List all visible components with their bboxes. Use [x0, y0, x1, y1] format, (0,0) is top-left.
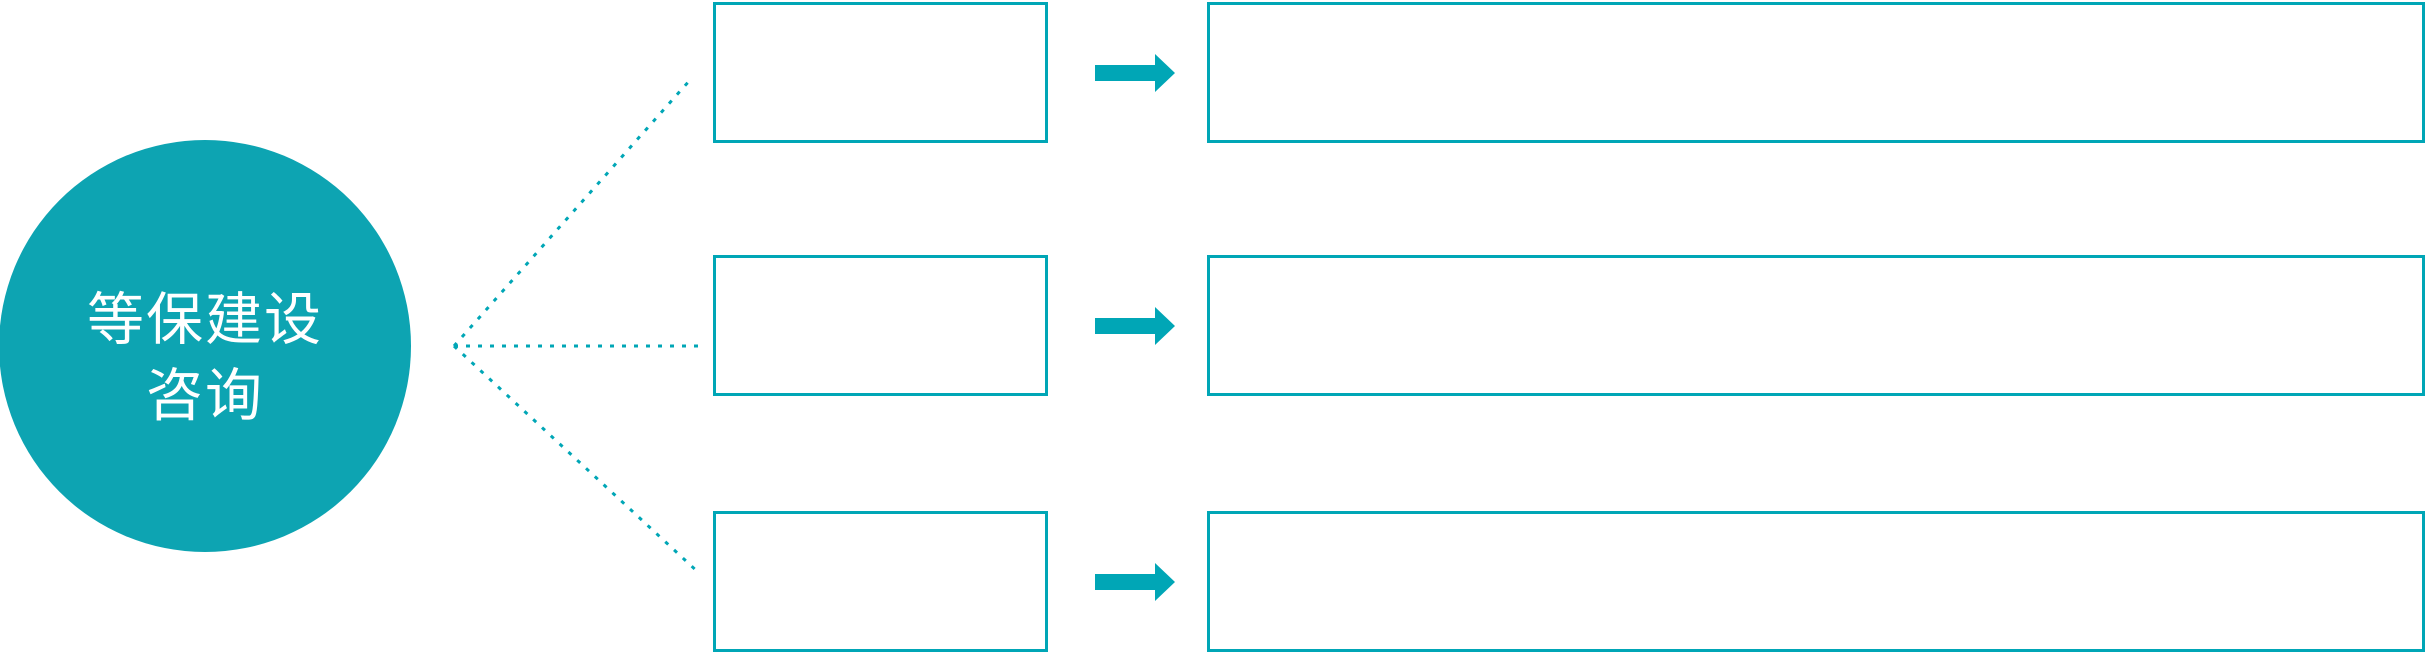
hub-label: 等保建设 咨询	[87, 282, 323, 434]
right-arrow-icon-2	[1095, 307, 1175, 345]
right-arrow-icon-1	[1095, 54, 1175, 92]
detail-box-1	[1207, 2, 2425, 143]
step-box-3	[713, 511, 1048, 652]
hub-label-line1: 等保建设	[87, 288, 323, 352]
step-box-1	[713, 2, 1048, 143]
diagram-row-3	[0, 511, 2434, 652]
detail-box-3	[1207, 511, 2425, 652]
hub-circle: 等保建设 咨询	[0, 140, 411, 552]
diagram-row-1	[0, 2, 2434, 143]
detail-box-2	[1207, 255, 2425, 396]
hub-label-line2: 咨询	[146, 364, 264, 428]
diagram-row-2	[0, 255, 2434, 396]
step-box-2	[713, 255, 1048, 396]
connector-line-bottom	[452, 344, 701, 575]
right-arrow-icon-3	[1095, 563, 1175, 601]
